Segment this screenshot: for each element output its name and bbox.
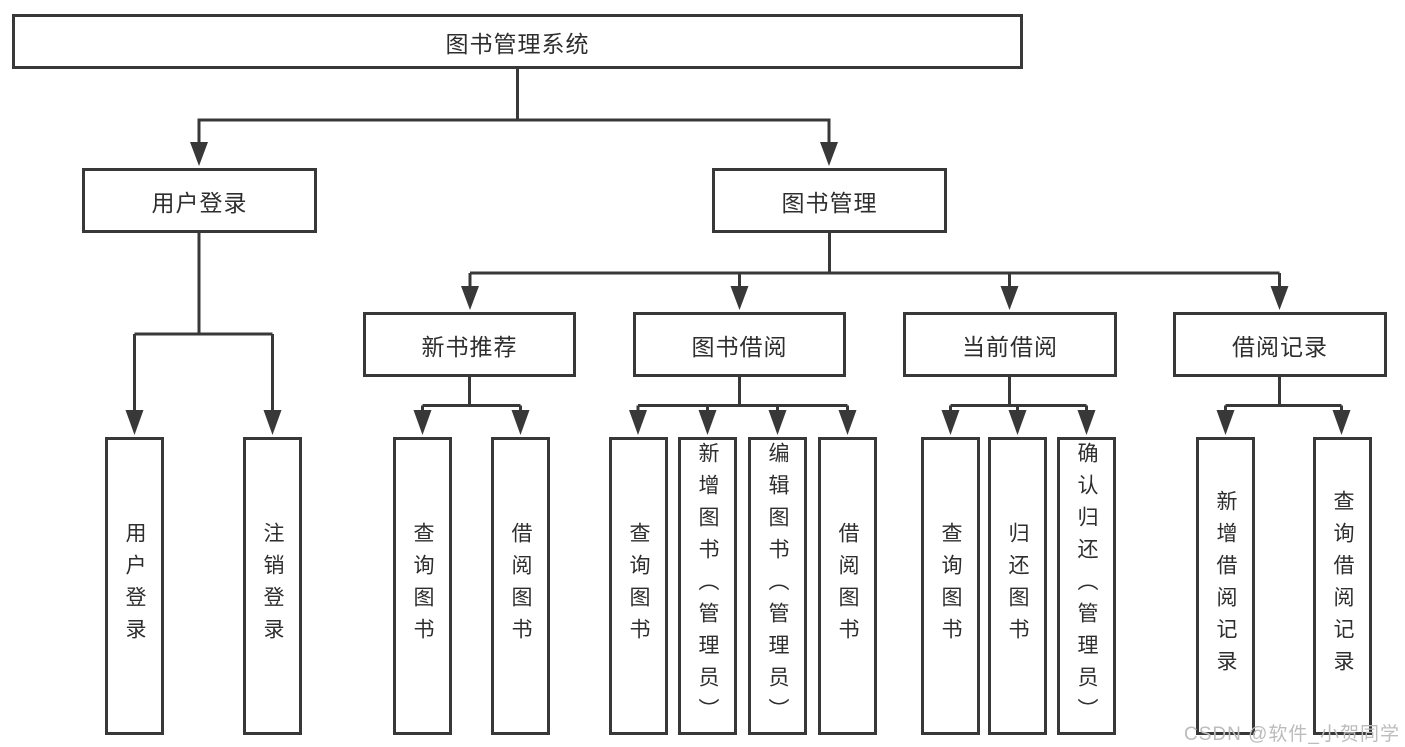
node-borrowing-records: 借阅记录 — [1173, 312, 1387, 377]
leaf-logout: 注销登录 — [243, 437, 302, 735]
leaf-query-books-borrowing-label: 查询图书 — [627, 522, 650, 650]
csdn-watermark: CSDN @软件_小贺同学 — [1184, 724, 1400, 745]
node-book-management: 图书管理 — [712, 168, 947, 233]
node-current-borrowing: 当前借阅 — [903, 312, 1117, 377]
leaf-borrow-books-borrowing-label: 借阅图书 — [836, 522, 859, 650]
leaf-borrow-books-borrowing: 借阅图书 — [818, 437, 877, 735]
leaf-borrow-books-newbook: 借阅图书 — [491, 437, 550, 735]
node-new-book-recommendation: 新书推荐 — [363, 312, 576, 377]
leaf-query-books-current: 查询图书 — [921, 437, 980, 735]
leaf-add-book-admin-label: 新增图书（管理员） — [696, 442, 719, 730]
leaf-confirm-return-admin-label: 确认归还（管理员） — [1075, 442, 1098, 730]
leaf-add-borrow-record-label: 新增借阅记录 — [1214, 490, 1237, 682]
leaf-user-login: 用户登录 — [105, 437, 164, 735]
leaf-edit-book-admin: 编辑图书（管理员） — [748, 437, 807, 735]
arrowheads — [125, 142, 1351, 435]
node-user-login: 用户登录 — [82, 168, 317, 233]
leaf-add-borrow-record: 新增借阅记录 — [1196, 437, 1255, 735]
leaf-query-borrow-record: 查询借阅记录 — [1313, 437, 1372, 735]
edge-lines — [133, 67, 1343, 412]
leaf-return-book-label: 归还图书 — [1006, 522, 1029, 650]
leaf-add-book-admin: 新增图书（管理员） — [678, 437, 737, 735]
node-root-library-management-system: 图书管理系统 — [12, 14, 1023, 69]
leaf-logout-label: 注销登录 — [261, 522, 284, 650]
leaf-confirm-return-admin: 确认归还（管理员） — [1057, 437, 1116, 735]
leaf-query-borrow-record-label: 查询借阅记录 — [1331, 490, 1354, 682]
leaf-return-book: 归还图书 — [988, 437, 1047, 735]
leaf-query-books-newbook-label: 查询图书 — [411, 522, 434, 650]
leaf-query-books-newbook: 查询图书 — [393, 437, 452, 735]
node-book-borrowing: 图书借阅 — [633, 312, 846, 377]
leaf-query-books-borrowing: 查询图书 — [609, 437, 668, 735]
leaf-query-books-current-label: 查询图书 — [939, 522, 962, 650]
leaf-edit-book-admin-label: 编辑图书（管理员） — [766, 442, 789, 730]
leaf-user-login-label: 用户登录 — [123, 522, 146, 650]
leaf-borrow-books-newbook-label: 借阅图书 — [509, 522, 532, 650]
